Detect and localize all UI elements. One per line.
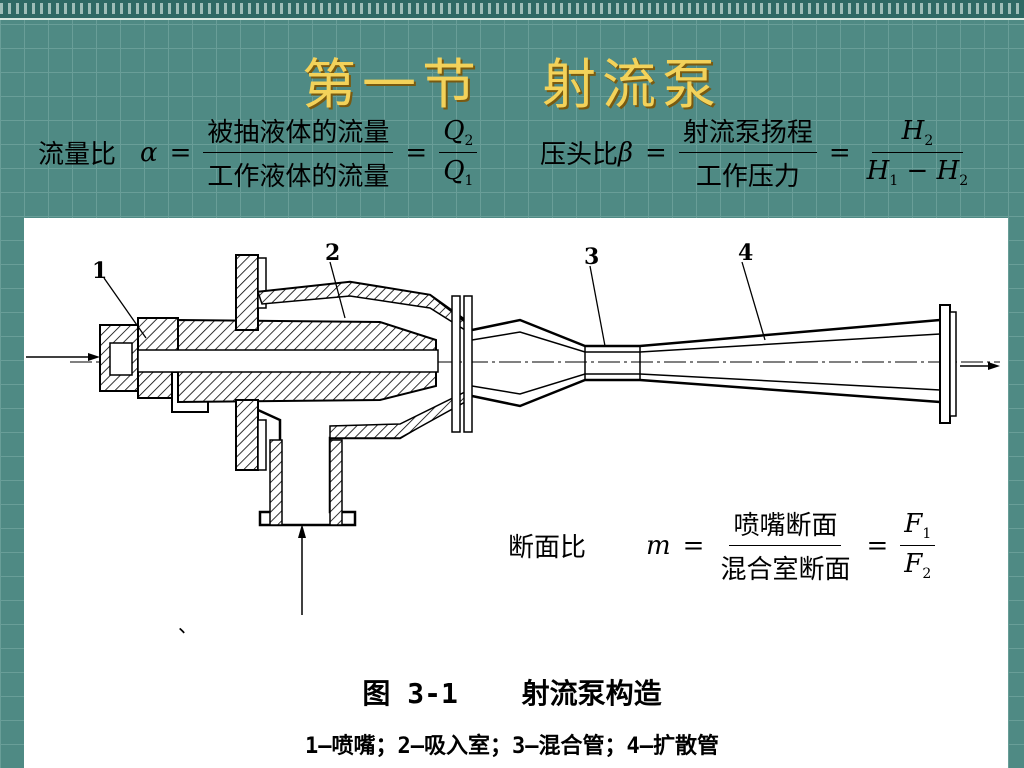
- mixing-tube-top: [471, 318, 941, 348]
- flow-eq-1: =: [169, 137, 192, 168]
- mixing-tube-bottom: [471, 378, 941, 408]
- h-numerator-sub: 2: [924, 133, 934, 149]
- leader-1: [103, 277, 147, 339]
- h1-denominator-sub: 1: [889, 173, 899, 189]
- area-eq-2: =: [866, 530, 889, 561]
- part-label-1: 1: [92, 258, 107, 284]
- part-label-3: 3: [584, 244, 599, 270]
- leader-3: [589, 265, 606, 347]
- q-denominator-sub: 1: [464, 173, 474, 189]
- area-f-fraction: F1 F2: [900, 509, 936, 582]
- page-title: 第一节 射流泵: [302, 53, 722, 116]
- part-label-4: 4: [738, 240, 753, 266]
- leader-2: [329, 261, 346, 319]
- q-numerator: Q: [443, 116, 465, 146]
- head-eq-1: =: [645, 137, 667, 168]
- flow-ratio-formula: 流量比 α = 被抽液体的流量 工作液体的流量 = Q2 Q1: [38, 112, 478, 193]
- flow-denominator: 工作液体的流量: [207, 162, 390, 192]
- head-denominator: 工作压力: [695, 162, 800, 192]
- h2-denominator: H: [936, 156, 960, 186]
- h2-denominator-sub: 2: [959, 173, 969, 189]
- head-h-fraction: H2 H1 − H2: [863, 116, 973, 189]
- figure-title: 射流泵构造: [521, 677, 662, 710]
- area-numerator: 喷嘴断面: [729, 505, 842, 546]
- f-denominator-sub: 2: [922, 566, 932, 582]
- h-numerator: H: [901, 116, 925, 146]
- area-eq-1: =: [682, 530, 705, 561]
- f-numerator: F: [904, 509, 923, 539]
- flow-q-fraction: Q2 Q1: [439, 116, 478, 189]
- top-decor-bar: [0, 0, 1024, 20]
- area-text-fraction: 喷嘴断面 混合室断面: [716, 505, 854, 586]
- beta-symbol: β: [618, 137, 634, 168]
- f-denominator: F: [904, 549, 923, 579]
- figure-number: 图 3-1: [362, 677, 458, 710]
- q-denominator: Q: [443, 156, 465, 186]
- flow-eq-2: =: [405, 137, 428, 168]
- area-ratio-formula: 断面比 m = 喷嘴断面 混合室断面 = F1 F2: [508, 505, 936, 586]
- head-numerator: 射流泵扬程: [678, 112, 817, 153]
- flow-ratio-label: 流量比: [38, 140, 117, 170]
- flow-text-fraction: 被抽液体的流量 工作液体的流量: [203, 112, 394, 193]
- h1-denominator: H: [866, 156, 890, 186]
- suction-chamber-outline: [257, 280, 472, 527]
- suction-pipe-right-wall: [329, 439, 343, 526]
- mid-flange: [451, 295, 473, 433]
- part-label-2: 2: [325, 240, 340, 266]
- head-eq-2: =: [828, 137, 851, 168]
- inlet-arrowhead: [88, 353, 100, 361]
- outlet-arrowhead: [988, 362, 1000, 370]
- head-text-fraction: 射流泵扬程 工作压力: [678, 112, 817, 193]
- figure-panel: [24, 218, 1008, 768]
- area-denominator: 混合室断面: [720, 555, 851, 585]
- leader-4: [741, 261, 766, 341]
- head-ratio-label: 压头比: [540, 140, 619, 170]
- figure-legend: 1—喷嘴；2—吸入室；3—混合管；4—扩散管: [305, 734, 719, 759]
- figure-caption: 图 3-1 射流泵构造: [0, 672, 1024, 712]
- alpha-symbol: α: [140, 137, 158, 168]
- h-minus: −: [906, 156, 929, 186]
- f-numerator-sub: 1: [922, 526, 932, 542]
- stray-mark: 、: [178, 613, 198, 637]
- area-ratio-label: 断面比: [508, 533, 587, 563]
- q-numerator-sub: 2: [464, 133, 474, 149]
- head-ratio-formula: 压头比 β = 射流泵扬程 工作压力 = H2 H1 − H2: [540, 112, 972, 193]
- m-symbol: m: [646, 530, 671, 561]
- flow-numerator: 被抽液体的流量: [203, 112, 394, 153]
- top-bar-ticks: [0, 3, 1024, 14]
- nozzle-bore: [137, 349, 439, 373]
- mixing-tube-top-inner: [471, 331, 941, 353]
- suction-pipe-left-wall: [269, 439, 283, 526]
- mounting-flange: [235, 254, 267, 471]
- outlet-flange: [939, 304, 957, 424]
- suction-arrowhead: [298, 524, 306, 538]
